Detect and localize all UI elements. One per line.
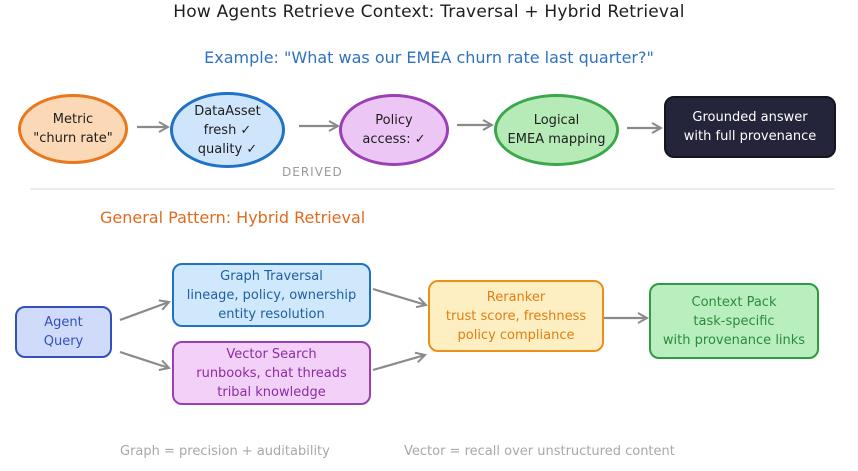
grounded-answer-node: Grounded answer with full provenance — [664, 96, 836, 158]
node-text: Context Pack — [691, 294, 777, 310]
section-divider — [30, 188, 835, 190]
vector-footnote: Vector = recall over unstructured conten… — [404, 444, 675, 459]
data-asset-node: DataAsset fresh ✓ quality ✓ — [170, 92, 285, 168]
derived-edge-label: DERIVED — [282, 165, 343, 179]
reranker-node: Reranker trust score, freshness policy com… — [428, 280, 604, 352]
node-text: Agent — [44, 315, 83, 330]
node-text: fresh ✓ — [203, 122, 252, 138]
arrow-agent-to-vector — [119, 350, 169, 368]
diagram-title: How Agents Retrieve Context: Traversal +… — [173, 2, 685, 22]
node-text: tribal knowledge — [217, 384, 326, 400]
node-text: with provenance links — [662, 332, 806, 348]
arrow-agent-to-graph — [119, 302, 169, 322]
node-text: Logical — [533, 113, 580, 128]
node-text: task-specific — [693, 313, 775, 329]
node-text: entity resolution — [218, 306, 325, 322]
general-pattern-heading: General Pattern: Hybrid Retrieval — [100, 208, 366, 227]
metric-churn-rate-node: Metric "churn rate" — [18, 94, 128, 164]
arrow-vector-to-reranker — [372, 355, 425, 372]
example-heading: Example: "What was our EMEA churn rate l… — [204, 48, 654, 67]
node-text: Metric — [52, 112, 94, 127]
graph-footnote: Graph = precision + auditability — [120, 444, 330, 459]
node-text: DataAsset — [194, 103, 261, 119]
node-text: Graph Traversal — [220, 268, 323, 284]
context-pack-node: Context Pack task-specific with provenance… — [649, 283, 819, 359]
node-text: Vector Search — [226, 346, 317, 362]
node-text: Reranker — [486, 289, 546, 305]
node-text: Grounded answer — [692, 110, 808, 125]
node-text: quality ✓ — [197, 141, 258, 157]
node-text: Query — [43, 334, 84, 349]
arrow-graph-to-reranker — [372, 287, 426, 305]
node-text: lineage, policy, ownership — [186, 287, 357, 303]
node-text: "churn rate" — [33, 131, 113, 146]
policy-access-node: Policy access: ✓ — [339, 94, 449, 166]
node-text: access: ✓ — [362, 132, 426, 147]
vector-search-node: Vector Search runbooks, chat threads triba… — [172, 341, 371, 405]
node-text: EMEA mapping — [507, 132, 606, 147]
graph-traversal-node: Graph Traversal lineage, policy, ownershi… — [172, 263, 371, 327]
node-text: trust score, freshness — [445, 308, 587, 324]
node-text: with full provenance — [683, 129, 817, 144]
node-text: policy compliance — [457, 327, 575, 343]
node-text: Policy — [375, 113, 413, 128]
node-text: runbooks, chat threads — [196, 365, 347, 381]
